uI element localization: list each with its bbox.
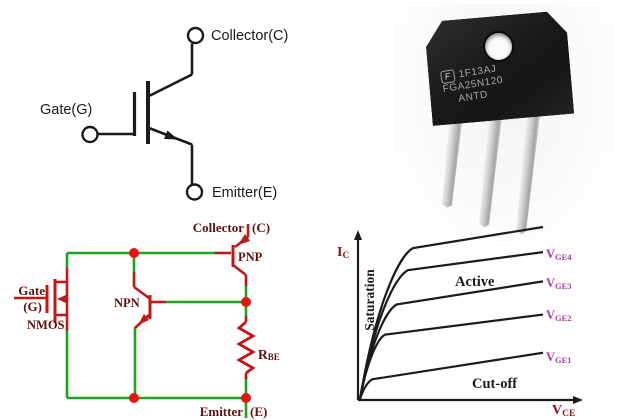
- x-axis-label: VCE: [552, 403, 575, 419]
- active-region-label: Active: [455, 274, 495, 290]
- vge3-curve-label: VGE3: [546, 276, 572, 291]
- mounting-hole: [484, 32, 513, 61]
- nmos-label: NMOS: [27, 318, 65, 332]
- nmos-body-arrow-icon: [57, 294, 68, 304]
- vge1-curve-label: VGE1: [546, 350, 572, 365]
- gate-label: Gate(G): [40, 102, 92, 118]
- characteristic-curve: [358, 351, 544, 400]
- igbt-equivalent-circuit: Collector (C) PNP NPN Gate (G) NMOS RBE …: [14, 220, 280, 419]
- emitter-node-label: Emitter: [200, 404, 244, 419]
- characteristic-curves: [358, 225, 544, 400]
- collector-terminal: [186, 26, 205, 45]
- emitter-terminal: [185, 183, 204, 201]
- characteristic-curve: [358, 313, 544, 400]
- gate-pin-label: (G): [23, 299, 42, 314]
- y-axis-label: IC: [337, 245, 349, 261]
- igbt-photo: F 1F13AJ FGA25N120 ANTD: [396, 4, 612, 242]
- package-markings: F 1F13AJ FGA25N120 ANTD: [440, 53, 562, 108]
- rbe-label: RBE: [258, 347, 280, 362]
- emitter-pin-label: (E): [250, 404, 267, 419]
- output-characteristics-chart: IC VCE Saturation Active Cut-off VGE4 VG…: [337, 225, 583, 419]
- collector-label: Collector(C): [211, 28, 288, 44]
- npn-emitter-arrow-icon: [138, 314, 149, 325]
- emitter-label: Emitter(E): [212, 185, 277, 201]
- igbt-package-body: F 1F13AJ FGA25N120 ANTD: [424, 10, 575, 126]
- npn-label: NPN: [114, 296, 140, 310]
- junction-dot: [241, 393, 251, 403]
- collector-pin-label: (C): [252, 220, 270, 235]
- collector-diagonal: [148, 73, 193, 98]
- junction-dot: [129, 393, 139, 403]
- gate-node-label: Gate: [18, 283, 45, 298]
- emitter-arrow-icon: [164, 130, 178, 140]
- junction-dot: [129, 248, 139, 258]
- igbt-symbol-diagram: Collector(C) Gate(G) Emitter(E): [40, 26, 288, 201]
- y-axis-arrow-icon: [354, 230, 362, 240]
- rbe-resistor: [236, 320, 256, 375]
- npn-collector-diagonal: [133, 285, 150, 300]
- x-axis-arrow-icon: [573, 396, 583, 404]
- pnp-emitter-arrow-icon: [238, 234, 250, 245]
- pnp-collector-diagonal: [232, 263, 247, 277]
- vge4-curve-label: VGE4: [546, 247, 572, 262]
- junction-dot: [241, 297, 251, 307]
- collector-node-label: Collector: [193, 220, 244, 235]
- gate-terminal: [81, 125, 99, 144]
- vge2-curve-label: VGE2: [546, 308, 572, 323]
- saturation-region-label: Saturation: [362, 269, 377, 331]
- pnp-label: PNP: [238, 250, 263, 264]
- cutoff-region-label: Cut-off: [472, 376, 517, 392]
